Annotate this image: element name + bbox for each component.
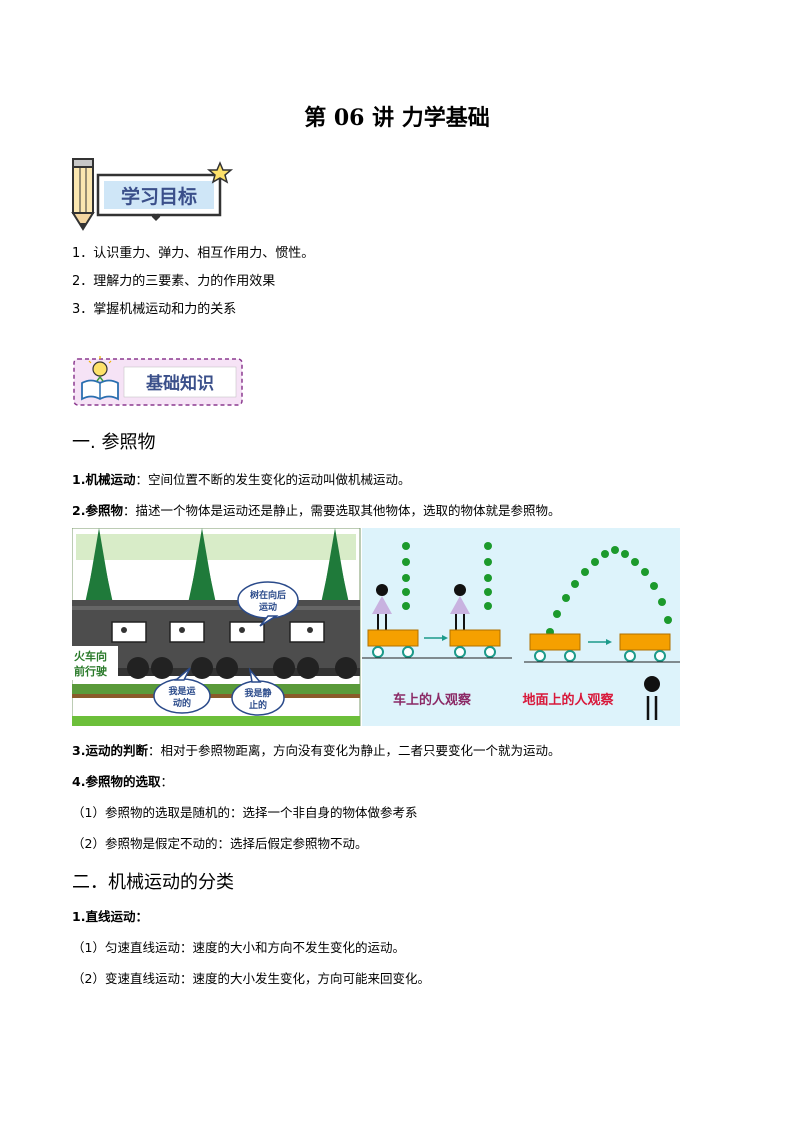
goals-list: 1．认识重力、弹力、相互作用力、惯性。 2．理解力的三要素、力的作用效果 3．掌… bbox=[72, 240, 314, 324]
speech-bubble-text: 止的 bbox=[249, 699, 267, 711]
section2-heading: 二．机械运动的分类 bbox=[72, 872, 234, 893]
star-icon bbox=[206, 161, 234, 184]
person-icon bbox=[372, 584, 392, 630]
term-label: 1.直线运动： bbox=[72, 909, 148, 924]
speech-bubble-text: 动的 bbox=[173, 697, 191, 709]
term-label: 1.机械运动 bbox=[72, 472, 136, 487]
train-illustration: 火车向 前行驶 树在向后 运动 我是运 动的 我是静 止的 bbox=[72, 528, 361, 726]
speech-bubble-text: 树在向后 bbox=[250, 589, 286, 601]
sub-item: （2）变速直线运动：速度的大小发生变化，方向可能来回变化。 bbox=[72, 971, 430, 986]
speech-bubble-text: 我是静 bbox=[244, 687, 271, 699]
paragraph: 2.参照物：描述一个物体是运动还是静止，需要选取其他物体，选取的物体就是参照物。 bbox=[72, 500, 560, 519]
term-label: 3.运动的判断 bbox=[72, 743, 148, 758]
basic-knowledge-label: 基础知识 bbox=[145, 373, 214, 394]
sub-item: （1）参照物的选取是随机的：选择一个非自身的物体做参考系 bbox=[72, 805, 418, 820]
term-definition: ：空间位置不断的发生变化的运动叫做机械运动。 bbox=[135, 472, 411, 487]
heart-icon bbox=[151, 213, 161, 221]
pencil-icon bbox=[71, 158, 95, 231]
goal-item: 3．掌握机械运动和力的关系 bbox=[72, 302, 237, 317]
caption-ground-observer: 地面上的人观察 bbox=[522, 692, 614, 708]
learning-goals-banner: 学习目标 bbox=[71, 158, 234, 231]
observation-illustration: 车上的人观察 地面上的人观察 bbox=[362, 528, 680, 726]
learning-goals-label: 学习目标 bbox=[121, 185, 197, 208]
term-label: 4.参照物的选取 bbox=[72, 774, 161, 789]
paragraph: 1.直线运动： bbox=[72, 906, 148, 925]
term-definition: ：相对于参照物距离，方向没有变化为静止，二者只要变化一个就为运动。 bbox=[147, 743, 561, 758]
reference-frame-figure: 火车向 前行驶 树在向后 运动 我是运 动的 我是静 止的 bbox=[72, 528, 680, 726]
term-definition: ：描述一个物体是运动还是静止，需要选取其他物体，选取的物体就是参照物。 bbox=[122, 503, 561, 518]
term-label: 2.参照物 bbox=[72, 503, 123, 518]
basic-knowledge-banner: 基础知识 bbox=[73, 356, 243, 406]
goal-item: 2．理解力的三要素、力的作用效果 bbox=[72, 274, 276, 289]
sub-item: （1）匀速直线运动：速度的大小和方向不发生变化的运动。 bbox=[72, 940, 405, 955]
term-definition: ： bbox=[160, 774, 173, 789]
train-direction-label: 火车向 bbox=[74, 649, 107, 663]
page-title: 第 06 讲 力学基础 bbox=[304, 105, 490, 131]
paragraph: 3.运动的判断：相对于参照物距离，方向没有变化为静止，二者只要变化一个就为运动。 bbox=[72, 740, 560, 759]
paragraph: 4.参照物的选取： bbox=[72, 771, 173, 790]
train-direction-label: 前行驶 bbox=[74, 664, 108, 678]
person-icon bbox=[450, 584, 470, 630]
caption-train-observer: 车上的人观察 bbox=[393, 692, 472, 708]
goal-item: 1．认识重力、弹力、相互作用力、惯性。 bbox=[72, 246, 315, 261]
person-icon bbox=[644, 676, 660, 720]
section1-heading: 一. 参照物 bbox=[72, 432, 156, 453]
paragraph: 1.机械运动：空间位置不断的发生变化的运动叫做机械运动。 bbox=[72, 469, 410, 488]
arrow-right-icon bbox=[424, 635, 448, 641]
sub-item: （2）参照物是假定不动的：选择后假定参照物不动。 bbox=[72, 836, 368, 851]
book-lightbulb-icon bbox=[81, 356, 119, 401]
arrow-right-icon bbox=[588, 639, 612, 645]
speech-bubble-text: 运动 bbox=[259, 602, 277, 613]
speech-bubble-text: 我是运 bbox=[168, 685, 196, 697]
